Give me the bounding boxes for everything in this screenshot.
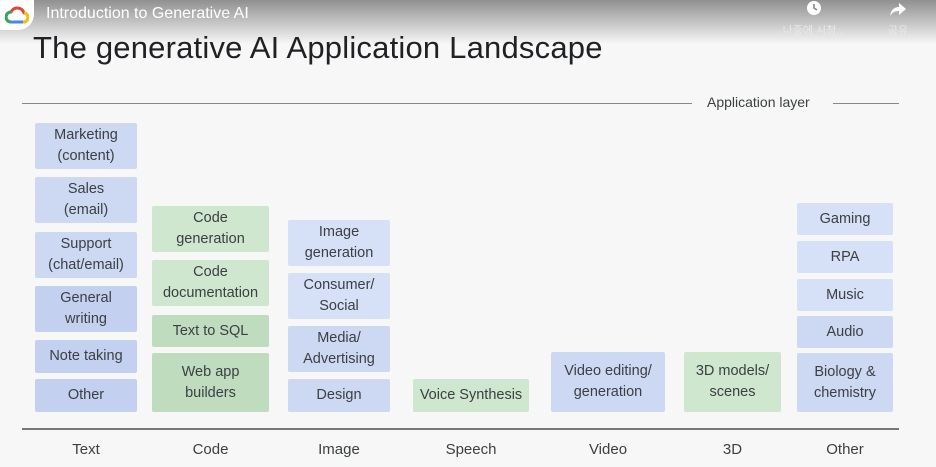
column-label-image: Image: [318, 441, 360, 458]
column-label-speech: Speech: [445, 441, 497, 458]
layer-divider-left: [22, 103, 692, 104]
column-label-code: Code: [192, 441, 229, 458]
share-button[interactable]: 공유: [878, 0, 918, 38]
code-item-generation: Code generation: [152, 206, 269, 252]
video-title[interactable]: Introduction to Generative AI: [46, 5, 249, 22]
column-label-video: Video: [588, 441, 628, 458]
layer-label: Application layer: [707, 94, 810, 110]
video-top-bar: [0, 0, 936, 44]
text-item-sales: Sales (email): [35, 177, 137, 223]
other-item-gaming: Gaming: [797, 203, 893, 235]
google-cloud-logo-icon[interactable]: [0, 0, 34, 30]
column-label-text: Text: [72, 441, 100, 458]
column-label-3d: 3D: [722, 441, 743, 458]
other-item-music: Music: [797, 279, 893, 311]
other-item-rpa: RPA: [797, 241, 893, 273]
layer-divider-right: [833, 103, 899, 104]
other-item-audio: Audio: [797, 316, 893, 348]
text-item-other: Other: [35, 379, 137, 412]
code-item-web-app-builders: Web app builders: [152, 353, 269, 412]
image-item-consumer-social: Consumer/ Social: [288, 273, 390, 319]
share-label: 공유: [887, 25, 909, 37]
slide-title: The generative AI Application Landscape: [33, 30, 603, 65]
watch-later-label: 나중에 시청...: [782, 25, 846, 37]
share-icon: [890, 3, 906, 16]
code-item-documentation: Code documentation: [152, 260, 269, 306]
text-item-note-taking: Note taking: [35, 340, 137, 373]
text-item-marketing: Marketing (content): [35, 123, 137, 169]
other-item-biology-chemistry: Biology & chemistry: [797, 353, 893, 412]
column-label-other: Other: [826, 441, 864, 458]
image-item-media-advertising: Media/ Advertising: [288, 326, 390, 372]
watch-later-button[interactable]: 나중에 시청...: [774, 0, 854, 38]
code-item-text-to-sql: Text to SQL: [152, 315, 269, 347]
category-axis-line: [22, 428, 899, 430]
image-item-design: Design: [288, 379, 390, 412]
image-item-generation: Image generation: [288, 220, 390, 266]
speech-item-voice-synthesis: Voice Synthesis: [413, 379, 529, 412]
text-item-support: Support (chat/email): [35, 232, 137, 278]
clock-icon: [807, 1, 821, 15]
text-item-general-writing: General writing: [35, 286, 137, 332]
3d-item-models: 3D models/ scenes: [684, 352, 781, 412]
video-item-editing: Video editing/ generation: [551, 352, 665, 412]
